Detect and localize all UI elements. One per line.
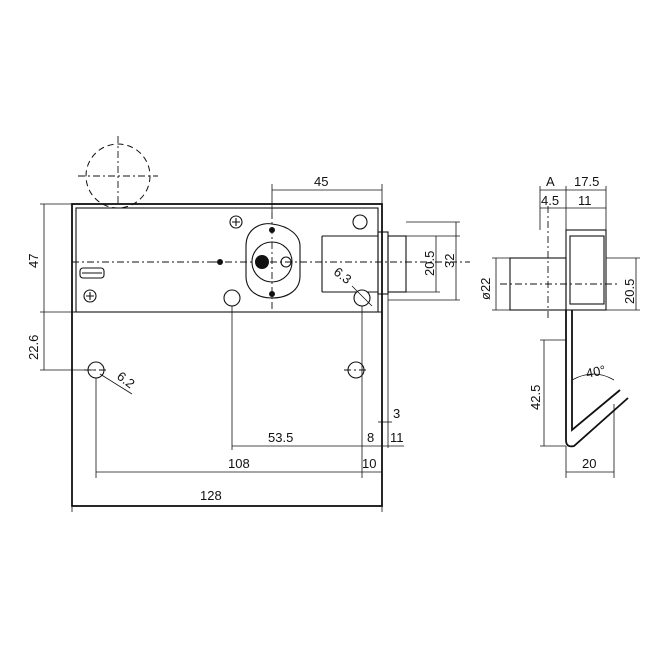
strike-dim-20-5-label: 20.5: [622, 279, 637, 304]
case-mount-hole-right: [353, 289, 371, 307]
strike-inner: [569, 235, 605, 305]
bolt-front-plate: [377, 231, 389, 295]
strike-bracket-inner: [571, 310, 621, 432]
dim-20-5-label: 20.5: [422, 251, 437, 276]
bolt-head: [387, 235, 407, 293]
strike-dim-20-label: 20: [582, 456, 596, 471]
dim-8-label: 8: [367, 430, 374, 445]
strike-dim-A-label: A: [546, 174, 555, 189]
dim-6-2-label: 6.2: [114, 368, 137, 391]
dim-32-label: 32: [442, 254, 457, 268]
case-hole-top-right: [352, 214, 368, 230]
strike-dim-42-5-label: 42.5: [528, 385, 543, 410]
strike-body: [565, 229, 607, 311]
case-screw-top-cross: [232, 218, 240, 226]
leader-6-3: [351, 285, 373, 307]
strike-dim-4-5-label: 4.5: [541, 193, 559, 208]
dim-22-6-label: 22.6: [26, 335, 41, 360]
dim-108-label: 108: [228, 456, 250, 471]
strike-bracket-outer: [565, 310, 629, 448]
dim-10-label: 10: [362, 456, 376, 471]
dim-47-label: 47: [26, 254, 41, 268]
strike-plate: [500, 206, 629, 448]
case-mount-hole-left: [223, 289, 241, 307]
handle-spindle-mark: [217, 259, 223, 265]
lock-housing-outline: [71, 203, 383, 507]
dim-45-label: 45: [314, 174, 328, 189]
dim-3-label: 3: [393, 406, 400, 421]
cylinder-rosette: [245, 223, 301, 299]
dim-53-5-label: 53.5: [268, 430, 293, 445]
lock-dimensions: 45 47 22.6 20.5 32 6.3 6.2 53.: [26, 174, 460, 512]
case-screw-bottom-left-cross: [86, 292, 94, 300]
strike-dim-dia-22-label: ø22: [478, 278, 493, 300]
strike-angle-label: 40°: [585, 362, 607, 381]
strike-angle-arc: [571, 373, 615, 381]
strike-dim-17-5-label: 17.5: [574, 174, 599, 189]
leader-6-2: [99, 373, 133, 395]
dim-11-label: 11: [390, 430, 404, 445]
strike-dim-11-label: 11: [578, 193, 592, 208]
slide-knob: [79, 267, 105, 279]
lock-body: [71, 136, 470, 507]
strike-dimensions: A 17.5 4.5 11 ø22 20.5 42.5 20 40°: [478, 174, 640, 478]
dim-128-label: 128: [200, 488, 222, 503]
dim-6-3-label: 6.3: [331, 264, 354, 287]
